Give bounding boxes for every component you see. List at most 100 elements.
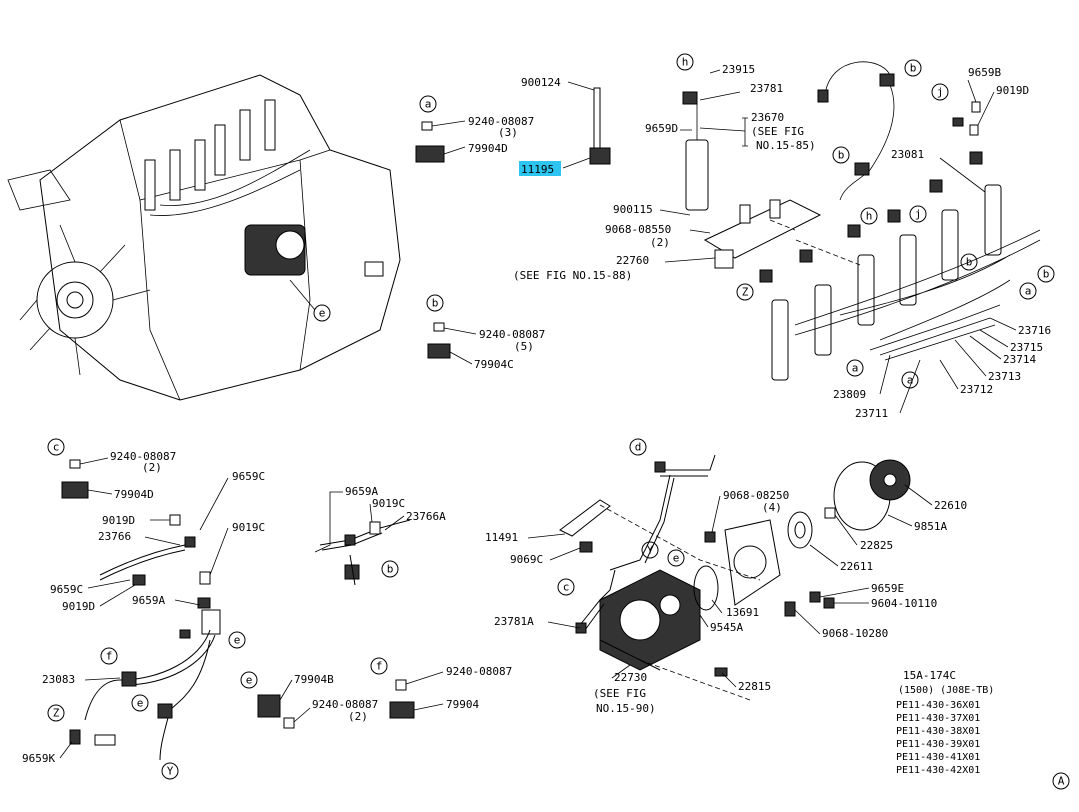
label-qty3: (3) xyxy=(498,126,518,139)
callout-a-2 xyxy=(1019,282,1037,300)
label-9068-10280: 9068-10280 xyxy=(822,627,888,640)
callout-z-2 xyxy=(47,704,65,722)
clamp-icon xyxy=(257,694,281,718)
callout-b-6-label: b xyxy=(387,563,394,576)
label-9659D: 9659D xyxy=(645,122,678,135)
label-79904D-a: 79904D xyxy=(468,142,508,155)
callout-j-2 xyxy=(909,205,927,223)
bolt-icon xyxy=(395,679,407,691)
pipe-group-23766A xyxy=(319,519,411,586)
label-22610: 22610 xyxy=(934,499,967,512)
label-79904C: 79904C xyxy=(474,358,514,371)
callout-b-5-label: b xyxy=(1043,268,1050,281)
label-23716: 23716 xyxy=(1018,324,1051,337)
serial-3: PE11-430-38X01 xyxy=(896,726,980,737)
callout-e-4 xyxy=(667,549,685,567)
callout-e-2 xyxy=(131,694,149,712)
clamp-icon xyxy=(415,145,445,163)
callout-j-1 xyxy=(931,83,949,101)
label-79904B: 79904B xyxy=(294,673,334,686)
label-9019C-b: 9019C xyxy=(372,497,405,510)
callout-j-1-label: j xyxy=(937,86,944,99)
label-9240-e: 9240-08087 xyxy=(446,665,512,678)
callout-e-2-label: e xyxy=(137,697,144,710)
label-22611: 22611 xyxy=(840,560,873,573)
label-9240-d: 9240-08087 xyxy=(312,698,378,711)
label-9659A-b: 9659A xyxy=(345,485,378,498)
callout-y-1-label: Y xyxy=(167,765,174,778)
injector-assembly xyxy=(682,61,1041,381)
label-23781: 23781 xyxy=(750,82,783,95)
label-see-1588: (SEE FIG NO.15-88) xyxy=(513,269,632,282)
callout-a-1-label: a xyxy=(425,98,432,111)
bolt-icon xyxy=(433,322,445,332)
label-9659K: 9659K xyxy=(22,752,55,765)
label-qty2-b: (2) xyxy=(142,461,162,474)
label-9068-08550: 9068-08550 xyxy=(605,223,671,236)
label-qty5: (5) xyxy=(514,340,534,353)
callout-e-4-label: e xyxy=(673,552,680,565)
label-9240-a: 9240-08087 xyxy=(468,115,534,128)
clamp-icon xyxy=(389,701,415,719)
clamp-icon xyxy=(427,343,451,359)
label-qty2-a: (2) xyxy=(650,236,670,249)
callout-b-4 xyxy=(960,253,978,271)
label-900124: 900124 xyxy=(521,76,561,89)
callout-e-1 xyxy=(228,631,246,649)
callout-b-5 xyxy=(1037,265,1055,283)
callout-f-2 xyxy=(370,657,388,675)
label-23083: 23083 xyxy=(42,673,75,686)
label-11195[interactable]: 11195 xyxy=(521,163,554,176)
label-9019D-a: 9019D xyxy=(996,84,1029,97)
label-13691: 13691 xyxy=(726,606,759,619)
corner-mark-label: A xyxy=(1058,775,1065,788)
callout-a-3 xyxy=(846,359,864,377)
label-9019D-b: 9019D xyxy=(102,514,135,527)
bolt-icon xyxy=(69,459,81,469)
callout-y-2 xyxy=(641,541,659,559)
part-11195-icon xyxy=(589,147,611,165)
serial-5: PE11-430-41X01 xyxy=(896,752,980,763)
figure-number: 15A-174C xyxy=(903,669,956,682)
callout-y-2-label: Y xyxy=(647,544,654,557)
corner-mark xyxy=(1052,772,1070,790)
callout-z-2-label: Z xyxy=(53,707,60,720)
label-qty4: (4) xyxy=(762,501,782,514)
label-9604-10110: 9604-10110 xyxy=(871,597,937,610)
label-900115: 900115 xyxy=(613,203,653,216)
label-9659B: 9659B xyxy=(968,66,1001,79)
engine-injectors xyxy=(144,99,276,211)
label-qty2-c: (2) xyxy=(348,710,368,723)
clamp-icon xyxy=(61,481,89,499)
serial-4: PE11-430-39X01 xyxy=(896,739,980,750)
callout-e-engine-label: e xyxy=(319,307,326,320)
label-9019D-c: 9019D xyxy=(62,600,95,613)
supply-pump-assembly xyxy=(559,454,911,701)
label-23081: 23081 xyxy=(891,148,924,161)
label-23715: 23715 xyxy=(1010,341,1043,354)
label-22825: 22825 xyxy=(860,539,893,552)
label-23766: 23766 xyxy=(98,530,131,543)
callout-h-2 xyxy=(860,207,878,225)
label-9659E: 9659E xyxy=(871,582,904,595)
label-23809: 23809 xyxy=(833,388,866,401)
callout-f-1 xyxy=(100,647,118,665)
callout-z-1 xyxy=(736,283,754,301)
label-23670: 23670 xyxy=(751,111,784,124)
catalog-info-block: 15A-174C (1500) (J08E-TB) PE11-430-36X01… xyxy=(896,669,994,776)
callout-c-1-label: c xyxy=(53,441,60,454)
label-23915: 23915 xyxy=(722,63,755,76)
callout-e-engine xyxy=(313,304,331,322)
callout-c-2-label: c xyxy=(563,581,570,594)
callout-f-2-label: f xyxy=(376,660,383,673)
bolt-icon xyxy=(283,717,295,729)
callout-b-1 xyxy=(426,294,444,312)
label-22815: 22815 xyxy=(738,680,771,693)
callout-h-1-label: h xyxy=(682,56,689,69)
label-9659C-b: 9659C xyxy=(50,583,83,596)
callout-b-4-label: b xyxy=(966,256,973,269)
highlight-11195[interactable] xyxy=(519,161,561,176)
label-23714: 23714 xyxy=(1003,353,1036,366)
callout-b-2-label: b xyxy=(910,62,917,75)
label-9851A: 9851A xyxy=(914,520,947,533)
